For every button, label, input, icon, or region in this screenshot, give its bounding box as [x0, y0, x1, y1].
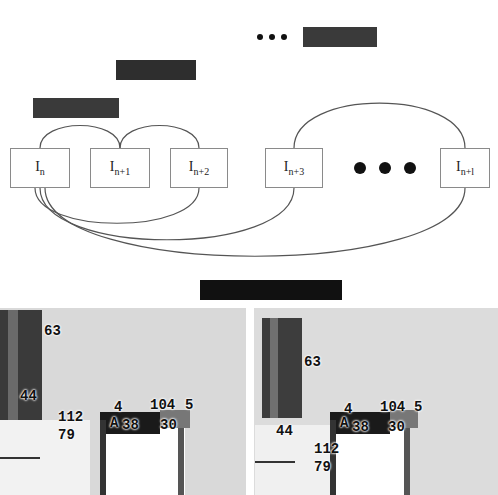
callout-number: 79	[314, 460, 331, 474]
link-arc	[120, 126, 199, 149]
link-arc	[40, 126, 120, 149]
frame-label: In	[35, 159, 45, 177]
callout-number: 30	[388, 420, 405, 434]
callout-number: 104	[380, 400, 405, 414]
link-arc	[294, 103, 465, 148]
image-box: In+1	[90, 148, 150, 188]
link-arc	[40, 188, 294, 240]
callout-number: 112	[314, 442, 339, 456]
image-box: In+l	[440, 148, 490, 188]
callout-number: 63	[44, 324, 61, 338]
image-box: In	[10, 148, 70, 188]
callout-number: 44	[20, 389, 37, 403]
callout-number: 79	[58, 428, 75, 442]
frame-label: In+2	[189, 159, 209, 177]
callout-number: A	[110, 416, 118, 430]
callout-number: A	[340, 416, 348, 430]
callout-number: 5	[185, 398, 193, 412]
callout-number: 44	[276, 424, 293, 438]
callout-number: 30	[160, 418, 177, 432]
callout-number: 4	[114, 400, 122, 414]
callout-number: 63	[304, 355, 321, 369]
callout-number: 38	[122, 418, 139, 432]
frame-label: In+1	[110, 159, 130, 177]
callout-number: 38	[352, 420, 369, 434]
frame-label: In+l	[456, 159, 474, 177]
image-box: In+2	[170, 148, 228, 188]
callout-number: 112	[58, 410, 83, 424]
callout-number: 4	[344, 402, 352, 416]
link-arc	[45, 188, 465, 256]
image-box: In+3	[265, 148, 323, 188]
callout-number: 5	[414, 400, 422, 414]
frame-label: In+3	[284, 159, 304, 177]
callout-number: 104	[150, 398, 175, 412]
